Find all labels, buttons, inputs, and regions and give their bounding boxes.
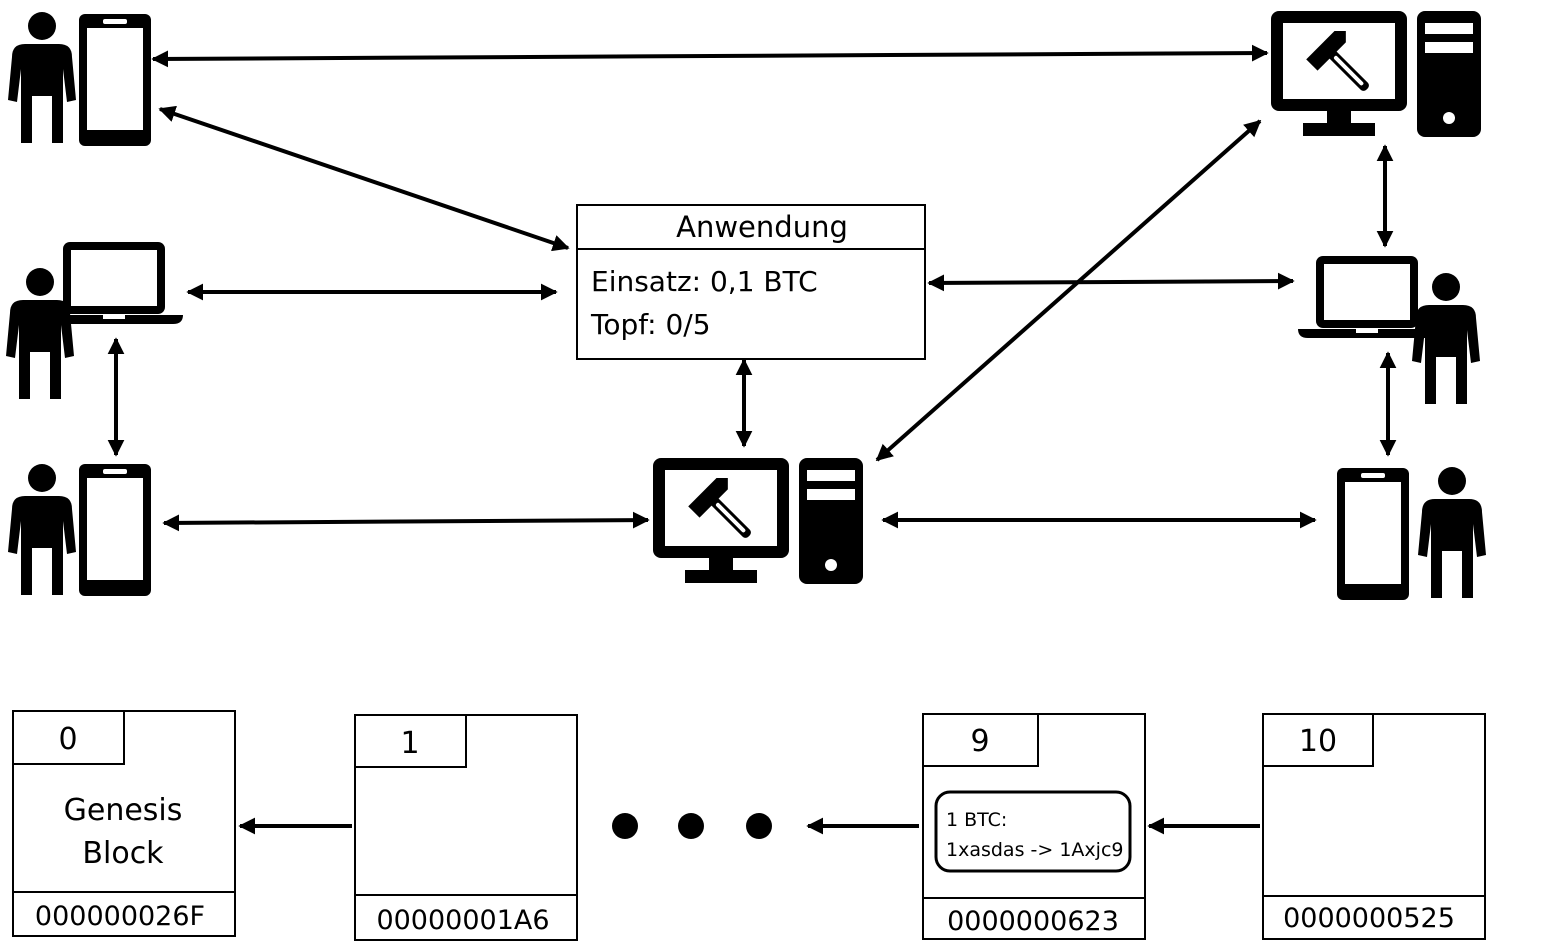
block-content: Block xyxy=(82,836,164,871)
transaction-box xyxy=(934,790,1132,873)
application-box: Anwendung Einsatz: 0,1 BTC Topf: 0/5 xyxy=(576,204,926,360)
smartphone-icon xyxy=(1337,468,1409,600)
block-10: 10 0000000525 xyxy=(1262,713,1486,940)
ellipsis-dots xyxy=(612,813,772,839)
application-title: Anwendung xyxy=(676,210,848,244)
block-0: 0 Genesis Block 000000026F xyxy=(12,710,236,937)
block-9: 9 1 BTC: 1xasdas -> 1Axjc9 0000000623 xyxy=(922,713,1146,940)
application-stake: Einsatz: 0,1 BTC xyxy=(591,265,818,298)
person-icon xyxy=(8,12,76,143)
connection-arrow xyxy=(151,44,1269,68)
block-content: Genesis xyxy=(64,793,183,828)
mining-computer-icon xyxy=(1271,11,1481,137)
left-bottom-user xyxy=(8,464,151,596)
block-hash: 00000001A6 xyxy=(376,905,549,936)
network-connections xyxy=(107,44,1397,532)
connection-arrow xyxy=(162,511,650,532)
left-middle-user xyxy=(6,242,183,399)
person-icon xyxy=(1412,273,1480,404)
block-number: 9 xyxy=(970,724,989,759)
blockchain: 0 Genesis Block 000000026F 1 00000001A6 … xyxy=(12,710,1486,941)
mining-computer-icon xyxy=(653,458,863,584)
connection-arrow xyxy=(158,105,570,252)
block-1: 1 00000001A6 xyxy=(354,714,578,941)
transaction-amount: 1 BTC: xyxy=(946,809,1007,831)
connection-arrow xyxy=(875,119,1262,462)
block-number: 10 xyxy=(1299,724,1337,759)
block-hash: 0000000623 xyxy=(947,906,1119,937)
person-icon xyxy=(1418,467,1486,598)
block-number: 0 xyxy=(58,722,77,757)
block-hash: 0000000525 xyxy=(1283,903,1455,934)
right-bottom-user xyxy=(1337,467,1486,600)
block-number: 1 xyxy=(400,726,419,761)
person-icon xyxy=(8,464,76,595)
smartphone-icon xyxy=(79,14,151,146)
smartphone-icon xyxy=(79,464,151,596)
application-pot: Topf: 0/5 xyxy=(590,308,711,341)
block-hash: 000000026F xyxy=(35,901,205,932)
left-top-user xyxy=(8,12,151,146)
transaction-addresses: 1xasdas -> 1Axjc9 xyxy=(946,839,1123,861)
connection-arrow xyxy=(927,272,1295,292)
